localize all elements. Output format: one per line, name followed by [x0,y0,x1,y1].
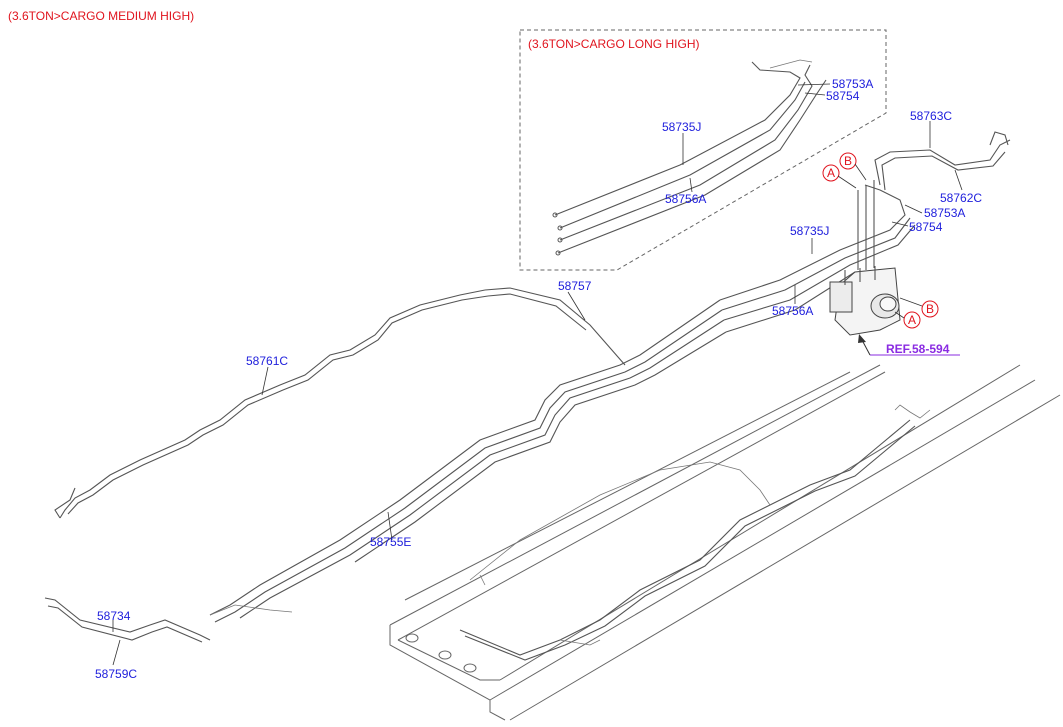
marker-a-side: A [908,313,916,327]
chassis-frame [389,364,1061,721]
inset-title: (3.6TON>CARGO LONG HIGH) [528,37,699,51]
marker-b-side: B [926,302,934,316]
label-58754: 58754 [909,220,943,234]
label-58755E: 58755E [370,535,411,549]
label-58756A: 58756A [772,304,813,318]
rear-lines-upper [719,131,1011,333]
label-58763C: 58763C [910,109,952,123]
inset-label-58756A: 58756A [665,192,706,206]
inset-pipes [552,59,827,256]
inset-box [519,29,887,271]
inset-label-58753A: 58753A [832,77,873,91]
inset-label-58754: 58754 [826,89,860,103]
label-58735J: 58735J [790,224,829,238]
main-title: (3.6TON>CARGO MEDIUM HIGH) [8,9,194,23]
label-58761C: 58761C [246,354,288,368]
inset-label-58735J: 58735J [662,120,701,134]
label-58753A: 58753A [924,206,965,220]
marker-a-top: A [827,166,835,180]
label-58734: 58734 [97,609,131,623]
label-58759C: 58759C [95,667,137,681]
marker-b-top: B [844,154,852,168]
main-brake-lines [44,287,727,643]
label-58757: 58757 [558,279,592,293]
label-58762C: 58762C [940,191,982,205]
reference-label: REF.58-594 [886,342,950,356]
abs-modulator [829,266,901,336]
